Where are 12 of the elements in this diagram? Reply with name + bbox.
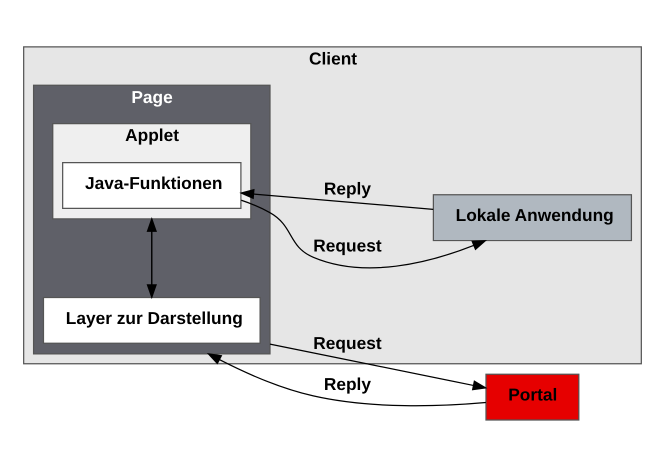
edge-label: Request xyxy=(313,234,382,255)
edge-label: Request xyxy=(313,332,382,353)
node-box: Portal xyxy=(485,373,580,420)
arrow xyxy=(270,343,488,390)
edge-label: Reply xyxy=(324,373,371,394)
edge-label: Reply xyxy=(324,178,371,198)
node-box: Lokale Anwendung xyxy=(432,194,632,241)
arrow xyxy=(206,352,486,406)
arrow xyxy=(241,199,488,268)
arrow xyxy=(239,188,434,210)
node-box: Layer zur Darstellung xyxy=(42,296,261,344)
node-box: Java-Funktionen xyxy=(62,161,242,208)
